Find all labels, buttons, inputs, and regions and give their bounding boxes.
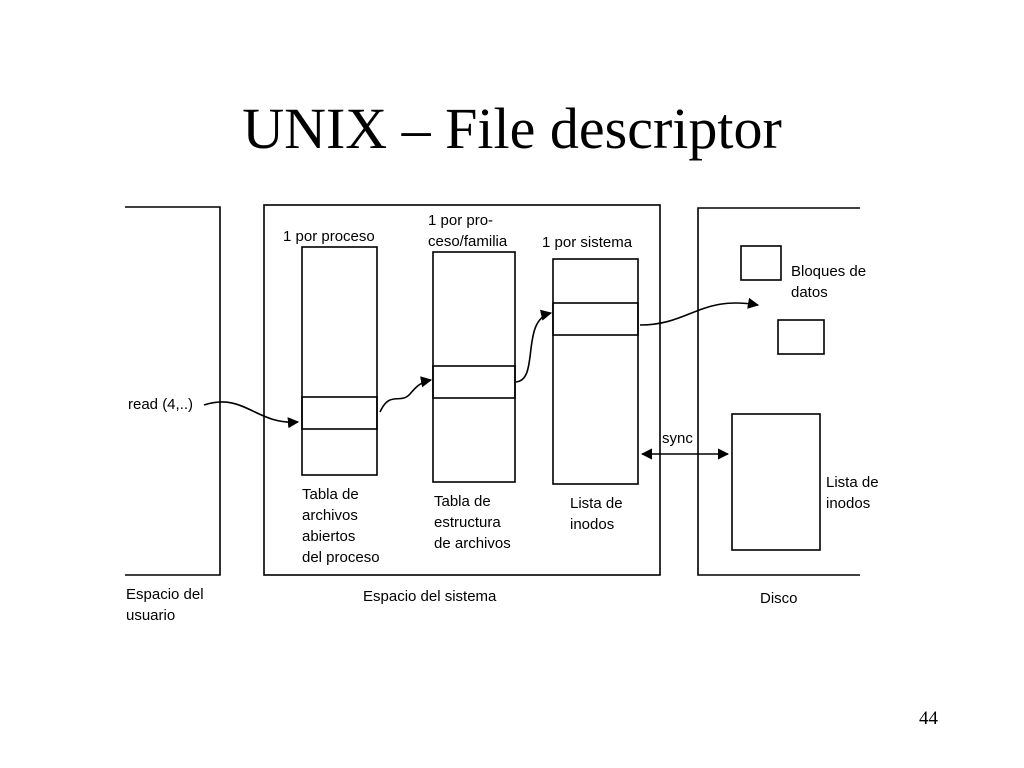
process-table-caption: Tabla de archivos abiertos del proceso	[302, 486, 380, 566]
inode-list-heading: 1 por sistema	[542, 234, 633, 251]
data-block-2	[777, 319, 825, 355]
disk-inode-list-label: Lista de inodos	[826, 474, 879, 512]
data-block-1	[740, 245, 782, 281]
file-structure-entry	[432, 365, 516, 399]
inode-list-caption: Lista de inodos	[570, 495, 623, 533]
inode-to-block-arrow	[639, 297, 760, 326]
user-space-label: Espacio del usuario	[126, 586, 204, 624]
data-blocks-label: Bloques de datos	[791, 263, 867, 301]
structure-to-inode-arrow	[515, 309, 553, 383]
system-space-label: Espacio del sistema	[363, 588, 497, 605]
user-space-region	[125, 206, 221, 576]
disk-inode-list-box	[731, 413, 821, 551]
read-call-label: read (4,..)	[128, 396, 194, 413]
inode-list-entry	[552, 302, 639, 336]
read-arrow	[203, 401, 300, 429]
process-table-entry	[301, 396, 378, 430]
slide-title: UNIX – File descriptor	[242, 96, 782, 161]
file-structure-heading: 1 por pro- ceso/familia	[428, 212, 508, 250]
inode-list-box	[552, 258, 639, 485]
process-table-box	[301, 246, 378, 476]
system-space-region	[263, 204, 661, 576]
sync-label: sync	[662, 430, 693, 447]
page-number: 44	[919, 708, 938, 729]
disk-region	[697, 207, 860, 576]
disk-label: Disco	[760, 590, 798, 607]
process-table-heading: 1 por proceso	[283, 228, 375, 245]
file-structure-table-box	[432, 251, 516, 483]
process-to-structure-arrow	[379, 376, 433, 413]
file-structure-caption: Tabla de estructura de archivos	[434, 493, 511, 552]
